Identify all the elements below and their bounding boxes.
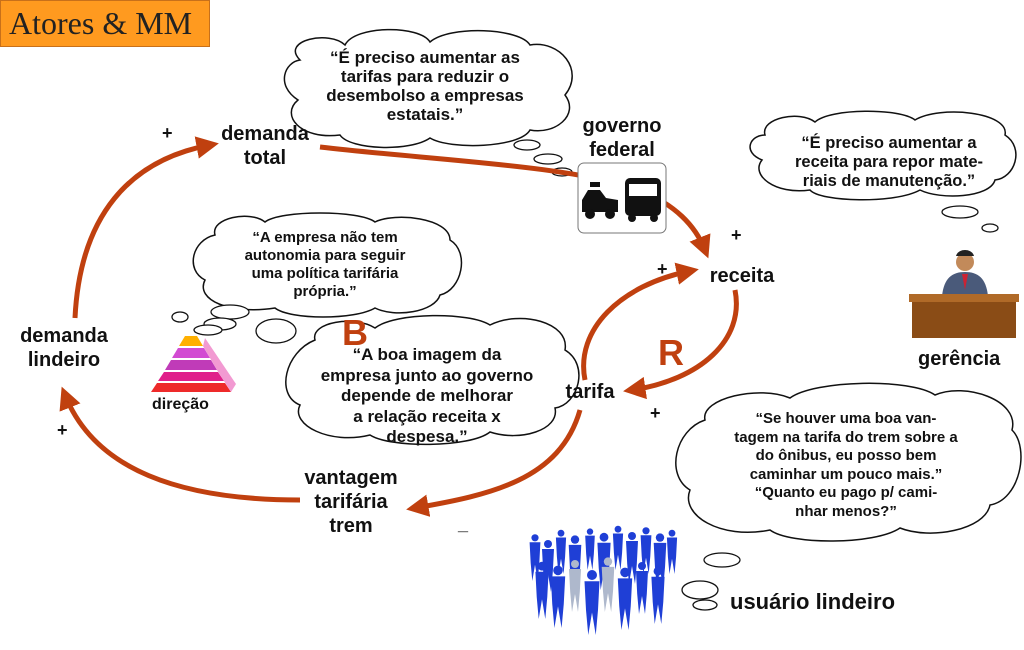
quote-autonomia: “A empresa não tem autonomia para seguir… — [244, 229, 406, 300]
cloud-usuario — [675, 382, 1022, 611]
actor-direcao: direção — [152, 396, 209, 413]
loop-r-label: R — [658, 332, 684, 373]
sign-vantagem: _ — [458, 514, 469, 534]
arrow-vantagem-to-lindeiro — [59, 386, 301, 503]
node-vantagem-tarifaria: vantagem tarifária trem — [304, 467, 398, 537]
actor-governo: governo federal — [582, 115, 662, 161]
node-tarifa: tarifa — [565, 381, 615, 403]
manager-icon — [909, 250, 1019, 338]
title-banner: Atores & MM — [0, 0, 210, 47]
cloud-imagem — [285, 314, 580, 446]
sign-receita-left: + — [657, 259, 668, 279]
crowd-icon — [529, 525, 678, 635]
arrow-tarifa-to-vantagem — [406, 409, 583, 517]
quote-usuario: “Se houver uma boa van- tagem na tarifa … — [734, 410, 958, 520]
actor-usuario: usuário lindeiro — [730, 589, 896, 614]
sign-tarifa: + — [650, 403, 661, 423]
loop-b-label: B — [342, 312, 368, 353]
cloud-gerencia — [749, 110, 1017, 233]
arrow-tarifa-to-receita — [581, 262, 699, 381]
node-demanda-lindeiro: demanda lindeiro — [20, 325, 108, 371]
quote-gerencia: “É preciso aumentar a receita para repor… — [794, 134, 983, 190]
cloud-autonomia — [171, 212, 463, 344]
node-demanda-total: demanda total — [221, 123, 309, 169]
node-receita: receita — [709, 265, 775, 287]
arrow-lindeiro-to-demanda — [72, 136, 219, 319]
sign-lindeiro: + — [57, 420, 68, 440]
quote-governo: “É preciso aumentar as tarifas para redu… — [326, 48, 524, 124]
actor-gerencia: gerência — [918, 348, 1001, 370]
page-title: Atores & MM — [9, 5, 193, 41]
arrow-receita-to-tarifa — [623, 289, 739, 400]
vehicles-icon — [577, 162, 667, 234]
sign-receita-top: + — [731, 225, 742, 245]
quote-imagem: “A boa imagem da empresa junto ao govern… — [320, 345, 534, 446]
pyramid-icon — [151, 336, 236, 392]
sign-demanda-total: + — [162, 123, 173, 143]
